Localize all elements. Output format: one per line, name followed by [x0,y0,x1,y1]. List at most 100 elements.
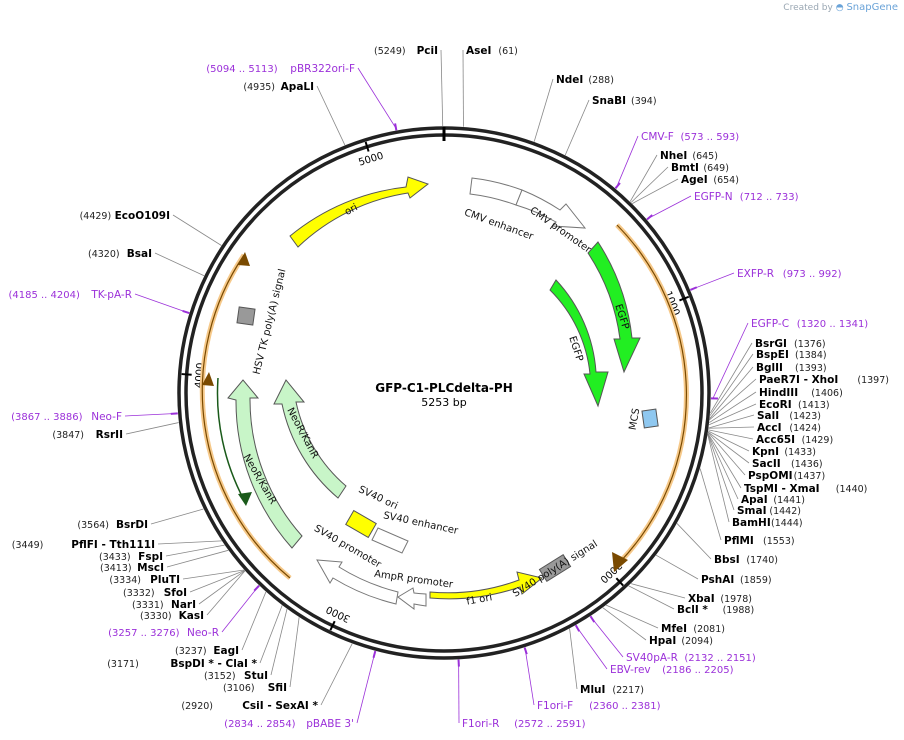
enzyme-leader-line [709,391,757,423]
enzyme-leader-line [259,605,283,664]
snapgene-logo-icon: ◓ [835,3,844,13]
enzyme-label: Acc65I [756,434,795,446]
enzyme-label: MfeI [661,623,687,635]
enzyme-leader-line [440,49,444,127]
enzyme-leader-line [630,583,686,599]
enzyme-position: (3449) [12,540,44,551]
enzyme-leader-line [707,433,742,489]
feature-label-sv40-polya: SV40 poly(A) signal [511,539,600,600]
primer-range: (573 .. 593) [681,132,740,143]
primer-label: TK-pA-R [90,289,132,301]
tick-mark-2000 [615,577,624,587]
enzyme-label: HpaI [649,635,676,647]
neo-dark-arrowhead-top [202,372,214,386]
primer-label: EGFP-C [751,318,789,330]
primer-range: (4185 .. 4204) [8,290,80,301]
feature-label-mcs: MCS [628,407,643,431]
enzyme-leader-line [708,403,757,426]
primer-label: Neo-F [91,411,122,423]
enzyme-position: (1440) [836,484,868,495]
enzyme-position: (2094) [681,636,713,647]
primer-leader-line [221,586,259,633]
enzyme-position: (1397) [857,375,889,386]
enzyme-leader-line [632,178,679,204]
enzyme-leader-line [655,554,699,580]
enzyme-lines [125,49,757,706]
neo-highlight-arrowhead [238,252,250,266]
primer-mark [614,182,621,189]
enzyme-position: (1740) [746,555,778,566]
enzyme-label: PflMI [724,535,754,547]
enzyme-label: BsrGI [755,338,787,350]
enzyme-leader-line [320,643,353,706]
neo-inner-arrow [273,379,347,499]
primer-leader-line [692,272,735,290]
feature-label-sv40-enhancer: SV40 enhancer [382,510,460,537]
tick-mark-1000 [679,295,690,302]
enzyme-label: BspDI * - ClaI * [170,658,257,670]
enzyme-leader-line [189,570,245,593]
enzyme-position: (3433) [99,552,131,563]
enzyme-position: (645) [692,151,718,162]
sv40-enhancer-arrow [371,527,409,554]
enzyme-leader-line [166,549,229,568]
primer-label: F1ori-R [462,718,499,730]
enzyme-leader-line [709,378,757,421]
primer-range: (3257 .. 3276) [108,628,180,639]
enzyme-leader-line [708,430,750,452]
neo-dark-arrowhead [238,492,252,506]
enzyme-label: NheI [660,150,687,162]
enzyme-label: TspMI - XmaI [744,483,820,495]
sv40-polya-box [538,553,572,583]
enzyme-label: XbaI [688,593,715,605]
enzyme-label: BbsI [714,554,740,566]
enzyme-leader-line [198,570,245,605]
primer-label: EBV-rev [610,664,651,676]
annotation-labels: PciI(5249)AseI(61)NdeI(288)SnaBI(394)Nhe… [8,45,889,730]
enzyme-leader-line [605,604,659,629]
enzyme-leader-line [708,429,754,440]
primer-range: (973 .. 992) [783,269,842,280]
egfp-highlight-arrowhead [612,552,628,572]
enzyme-position: (1413) [798,400,830,411]
feature-label-ori: ori [343,202,360,218]
feature-label-f1-ori: f1 ori [466,592,494,607]
enzyme-label: BamHI [732,517,771,529]
enzyme-label: BglII [756,362,783,374]
primer-label: Neo-R [187,627,219,639]
enzyme-label: PspOMI [748,470,793,482]
primer-range: (2186 .. 2205) [662,665,734,676]
enzyme-label: BclI * [677,604,708,616]
enzyme-leader-line [707,433,735,511]
enzyme-leader-line [206,570,246,616]
primer-leader-line [616,135,639,187]
enzyme-position: (1424) [789,423,821,434]
tick-label-5000: 5000 [357,151,385,169]
enzyme-label: BsaI [127,248,152,260]
enzyme-position: (3331) [132,600,164,611]
enzyme-position: (1436) [791,459,823,470]
primer-range: (2572 .. 2591) [514,719,586,730]
egfp-highlight-arc [615,223,689,564]
enzyme-position: (2920) [181,701,213,712]
enzyme-leader-line [629,154,658,202]
enzyme-position: (1441) [773,495,805,506]
enzyme-leader-line [569,628,578,690]
enzyme-label: PaeR7I - XhoI [759,374,838,386]
primer-label: pBABE 3' [306,718,354,730]
primer-label: pBR322ori-F [290,63,355,75]
sv40-ori-box [345,509,377,539]
primer-range: (2834 .. 2854) [224,719,296,730]
enzyme-label: BmtI [671,162,699,174]
plasmid-size: 5253 bp [421,396,466,409]
egfp-highlight-line [616,224,687,563]
sv40-promoter-arrow [316,559,399,605]
enzyme-position: (5249) [374,46,406,57]
enzyme-label: MscI [137,562,164,574]
enzyme-leader-line [708,426,755,429]
enzyme-position: (1553) [763,536,795,547]
enzyme-leader-line [182,569,245,580]
enzyme-position: (3847) [52,430,84,441]
enzyme-leader-line [165,544,225,557]
